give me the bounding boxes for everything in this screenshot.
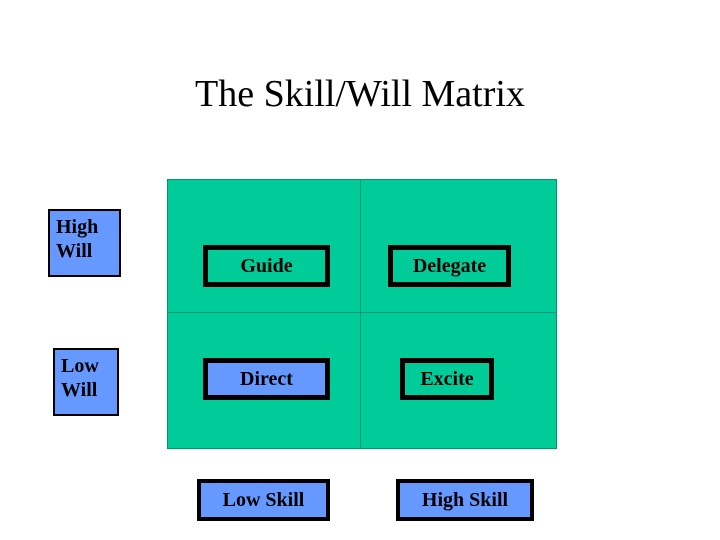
skill-will-matrix (167, 179, 557, 449)
page-title: The Skill/Will Matrix (195, 73, 525, 115)
high-will-line1: High (56, 216, 99, 238)
quadrant-direct-label: Direct (240, 367, 293, 390)
quadrant-excite-label: Excite (420, 367, 474, 390)
matrix-vertical-divider (360, 180, 361, 448)
quadrant-delegate-label: Delegate (412, 254, 487, 277)
low-will-label: Low Will (53, 348, 119, 416)
high-will-line2: Will (56, 240, 93, 262)
low-will-line1: Low (61, 355, 99, 377)
low-will-line2: Will (61, 379, 98, 401)
quadrant-delegate: Delegate (388, 245, 511, 287)
quadrant-guide-label: Guide (240, 254, 293, 277)
quadrant-direct: Direct (203, 358, 330, 400)
high-will-label: High Will (48, 209, 121, 277)
low-skill-label: Low Skill (197, 479, 330, 521)
quadrant-excite: Excite (400, 358, 494, 400)
high-skill-label: High Skill (396, 479, 534, 521)
quadrant-guide: Guide (203, 245, 330, 287)
matrix-horizontal-divider (168, 312, 556, 313)
